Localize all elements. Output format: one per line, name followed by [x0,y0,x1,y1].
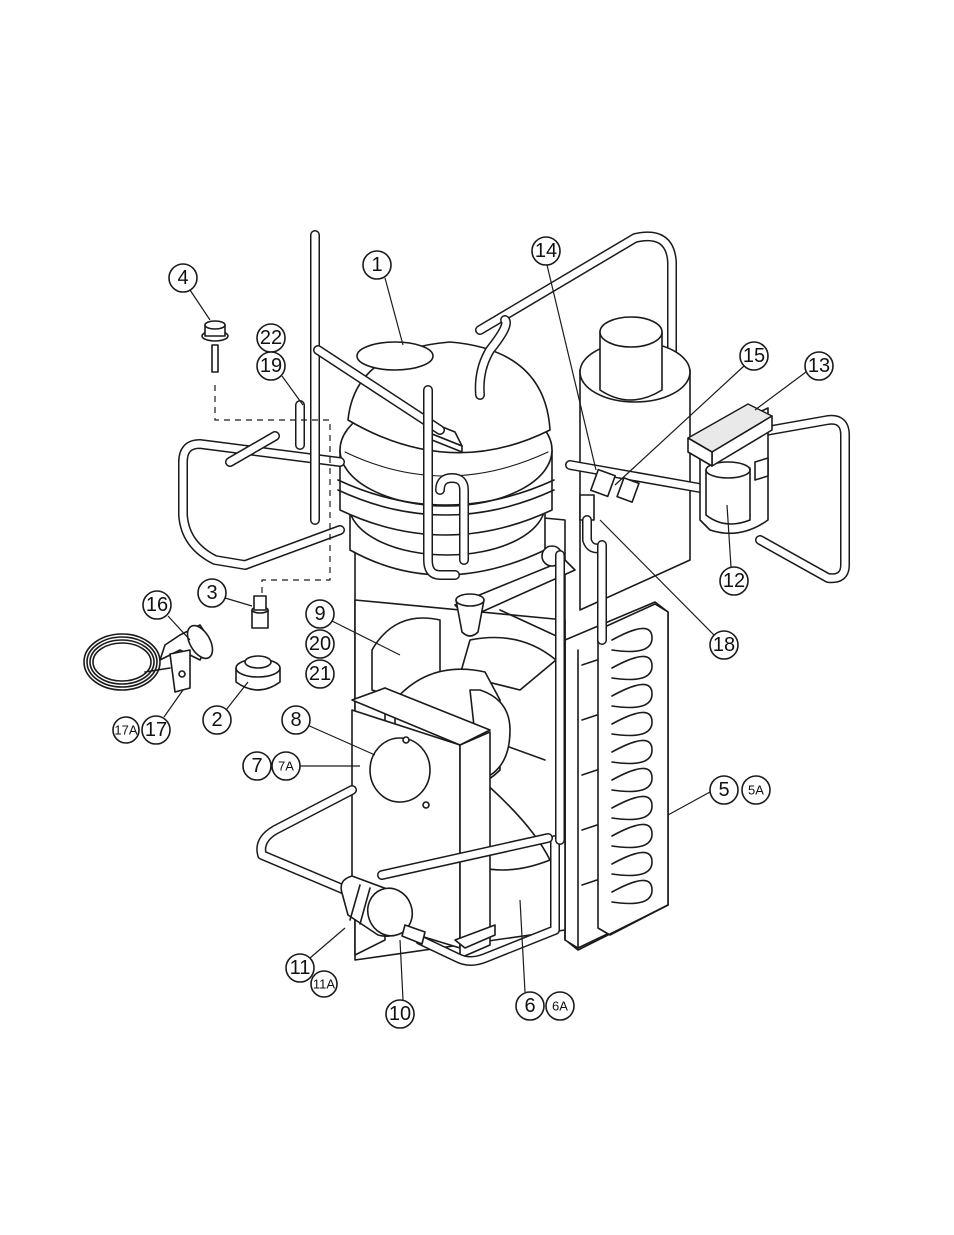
callout-22: 22 [257,324,285,352]
svg-text:6A: 6A [552,999,568,1014]
svg-text:20: 20 [309,633,331,655]
svg-text:10: 10 [389,1003,411,1025]
svg-text:11: 11 [290,957,311,979]
callout-17: 17 [142,690,183,744]
callout-4: 4 [169,264,210,320]
callout-20: 20 [306,630,334,658]
svg-text:18: 18 [713,634,735,656]
screw-part-4 [202,321,228,372]
callout-6a: 6A [546,992,574,1020]
svg-text:11A: 11A [313,977,335,992]
thermostat-capillary [84,621,218,692]
svg-text:21: 21 [309,663,331,685]
svg-text:5: 5 [718,779,729,801]
svg-text:5A: 5A [748,783,764,798]
svg-text:17A: 17A [114,723,137,738]
compressor [338,342,554,575]
callout-11a: 11A [311,971,337,997]
filter-drier [688,404,845,578]
svg-text:19: 19 [260,355,282,377]
svg-text:9: 9 [314,603,325,625]
callout-5a: 5A [742,776,770,804]
svg-text:17: 17 [145,719,167,741]
receiver-tank [580,317,690,610]
spacer-part-3 [252,596,268,628]
callout-1: 1 [363,251,403,345]
callout-3: 3 [198,579,252,607]
svg-text:3: 3 [206,582,217,604]
svg-text:22: 22 [260,327,282,349]
svg-text:8: 8 [290,709,301,731]
grommet-part-2 [236,656,280,690]
svg-text:7A: 7A [278,759,294,774]
svg-text:2: 2 [211,709,222,731]
svg-text:7: 7 [251,755,262,777]
callout-2: 2 [203,682,248,734]
condenser-coil [565,602,668,950]
svg-text:15: 15 [743,345,765,367]
callout-16: 16 [143,591,190,640]
svg-text:12: 12 [723,570,745,592]
callout-17a: 17A [113,717,139,743]
svg-text:1: 1 [371,254,382,276]
callout-7a: 7A [272,752,360,780]
svg-text:13: 13 [808,355,830,377]
svg-text:14: 14 [535,240,557,262]
svg-text:4: 4 [177,267,188,289]
callout-21: 21 [306,660,334,688]
callout-19: 19 [257,352,303,405]
callout-5: 5 [668,776,738,815]
callout-7: 7 [243,752,271,780]
svg-text:6: 6 [524,995,535,1017]
svg-text:16: 16 [146,594,168,616]
